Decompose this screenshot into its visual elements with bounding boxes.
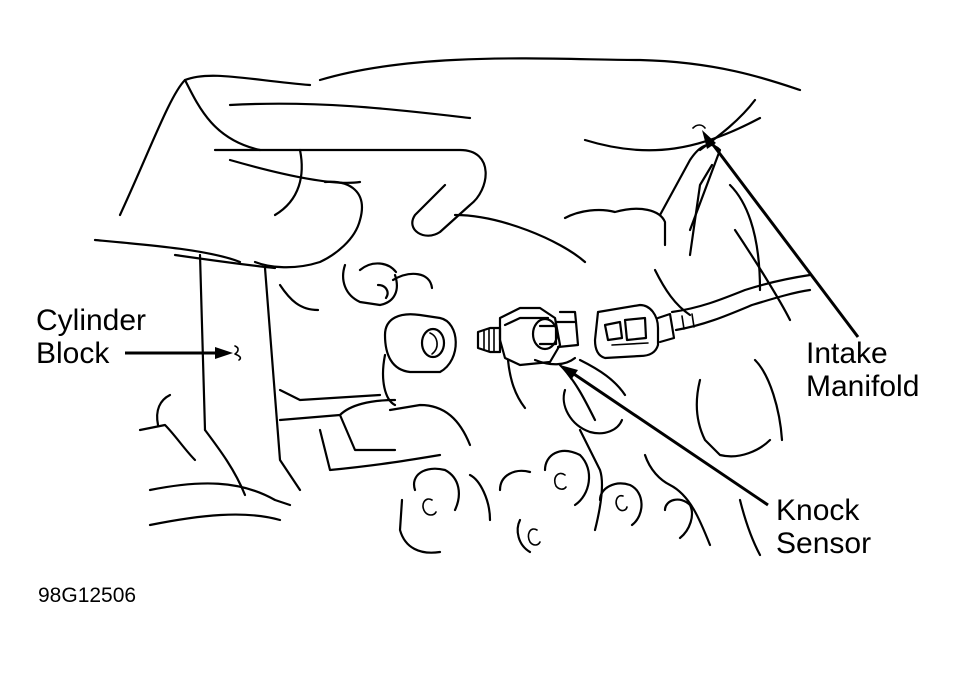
intake-manifold-arrowhead <box>702 130 716 149</box>
cylinder-block-arrowhead <box>215 347 233 359</box>
upper-housing <box>93 57 802 322</box>
knock-sensor-drawing <box>476 306 580 367</box>
intake-manifold-label-line2: Manifold <box>806 370 920 403</box>
knock-sensor-leader <box>567 368 769 507</box>
cylinder-block-label-line1: Cylinder <box>36 304 147 337</box>
cylinder-block-body <box>138 253 472 527</box>
leader-lines <box>125 124 860 507</box>
knock-sensor-arrowhead <box>560 365 578 380</box>
figure-code: 98G12506 <box>38 584 137 607</box>
knock-sensor-label: Knock Sensor <box>776 494 871 560</box>
cylinder-block-label: Cylinder Block <box>36 304 146 370</box>
intake-manifold-label-line1: Intake <box>806 337 888 370</box>
cylinder-block-label-line2: Block <box>36 337 110 370</box>
knock-sensor-label-line1: Knock <box>776 494 860 527</box>
lower-bosses <box>398 358 784 557</box>
intake-manifold-leader <box>706 137 860 338</box>
connector-and-harness <box>506 273 812 435</box>
knock-sensor-label-line2: Sensor <box>776 527 872 560</box>
intake-manifold-label: Intake Manifold <box>806 337 919 403</box>
